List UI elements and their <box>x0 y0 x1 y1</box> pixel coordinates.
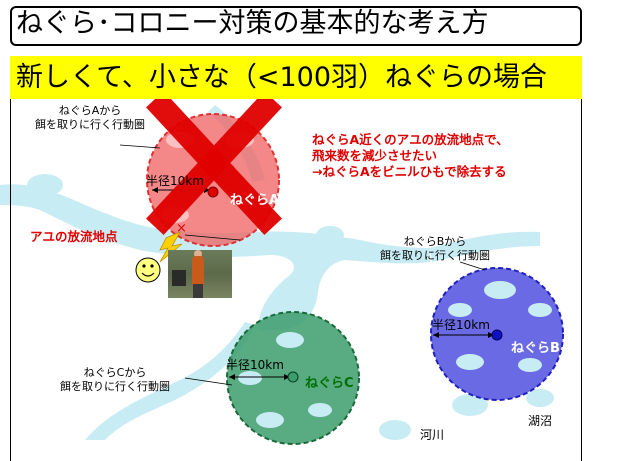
roost-c-radius-label: 半径10km <box>226 358 284 372</box>
roost-b-range-line2: 餌を取りに行く行動圏 <box>380 249 490 262</box>
release-point-label: アユの放流地点 <box>30 229 118 244</box>
river-shape <box>0 184 430 330</box>
roost-a-range-line2: 餌を取りに行く行動圏 <box>35 118 145 131</box>
callout-line3: →ねぐらAをビニルひもで除去する <box>312 164 507 179</box>
roost-b-radius-label: 半径10km <box>432 318 490 332</box>
page-subtitle: 新しくて、小さな（<100羽）ねぐらの場合 <box>16 62 547 93</box>
roost-a-radius-label: 半径10km <box>146 174 204 188</box>
page-title: ねぐら･コロニー対策の基本的な考え方 <box>16 8 489 39</box>
lake-label: 湖沼 <box>528 414 553 428</box>
roost-c-range-line2: 餌を取りに行く行動圏 <box>60 380 170 393</box>
lake-1 <box>27 174 63 196</box>
river-tributary-right <box>430 231 540 262</box>
lake-3 <box>452 394 488 416</box>
smiley-icon <box>135 257 161 283</box>
frame-left <box>10 99 11 461</box>
title-box <box>10 6 582 46</box>
remove-x-icon <box>146 91 282 235</box>
roost-c-range-line1: ねぐらCから <box>83 366 147 379</box>
release-point-marker: × <box>176 221 187 236</box>
roost-c-name: ねぐらC <box>305 376 354 391</box>
roost-a-range-label: ねぐらAから 餌を取りに行く行動圏 <box>20 104 160 132</box>
river-label: 河川 <box>420 428 445 442</box>
fisherman-photo <box>168 250 232 298</box>
river-tributary <box>85 322 255 440</box>
roost-b-range-label: ねぐらBから 餌を取りに行く行動圏 <box>360 235 510 263</box>
lake-5 <box>379 420 411 440</box>
roost-a-name: ねぐらA <box>230 193 280 208</box>
callout-line1: ねぐらA近くのアユの放流地点で、 <box>312 132 509 147</box>
roost-c-range-label: ねぐらCから 餌を取りに行く行動圏 <box>40 366 190 394</box>
roost-a-range-line1: ねぐらAから <box>58 104 122 117</box>
roost-c-point <box>287 371 299 383</box>
callout-line2: 飛来数を減少させたい <box>312 148 438 163</box>
subtitle-box <box>10 56 582 99</box>
roost-b-range-line1: ねぐらBから <box>403 235 467 248</box>
action-callout: ねぐらA近くのアユの放流地点で、 飛来数を減少させたい →ねぐらAをビニルひもで… <box>312 132 580 180</box>
lake-2 <box>316 226 344 244</box>
roost-b-point <box>491 329 503 341</box>
roost-b-name: ねぐらB <box>511 341 560 356</box>
lake-4 <box>526 389 554 407</box>
frame-right <box>581 99 582 461</box>
roost-a-point <box>207 186 219 198</box>
